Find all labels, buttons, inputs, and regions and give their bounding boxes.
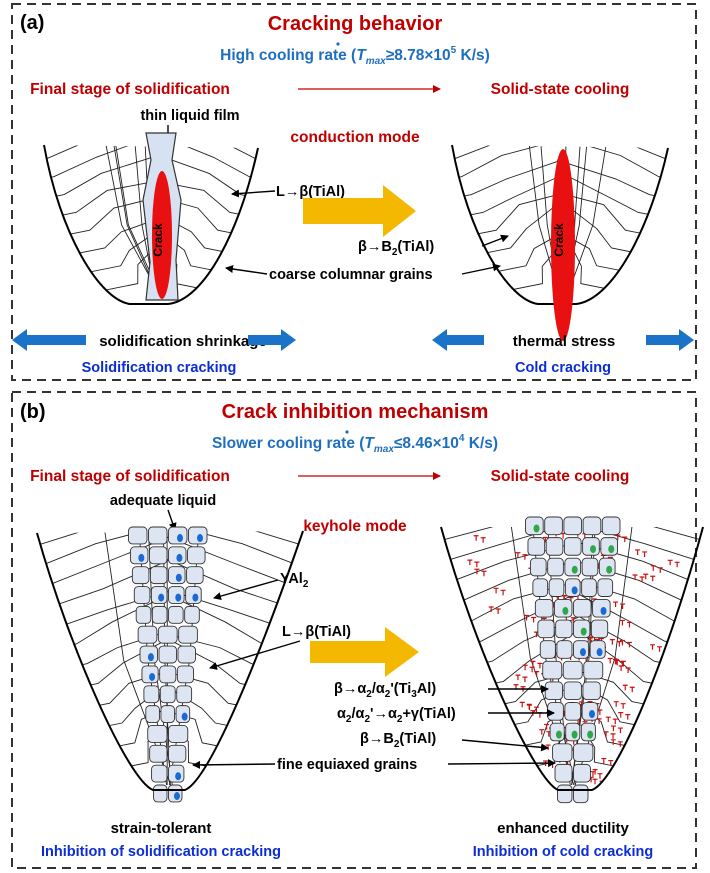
panel-a-title: Cracking behavior xyxy=(268,13,443,35)
thermal-stress-label: thermal stress xyxy=(513,333,616,350)
t-dot-a xyxy=(336,42,340,46)
crack-label-right: Crack xyxy=(552,223,566,257)
l-to-beta-label-a: L→β(TiAl) xyxy=(276,184,345,200)
panel-a-frame xyxy=(11,3,697,381)
crack-label-left: Crack xyxy=(151,223,165,257)
melt-pool-a-right: Crack xyxy=(451,144,669,341)
panel-b-stage-right: Solid-state cooling xyxy=(491,468,630,485)
crack-shape-right xyxy=(551,149,575,341)
stress-arrow-right xyxy=(646,329,694,351)
t-dot-b xyxy=(345,430,349,434)
panel-a-mode: conduction mode xyxy=(290,129,420,146)
panel-b-cooling-rate: Slower cooling rate (Tmax≤8.46×104 K/s) xyxy=(212,433,498,455)
panel-a-stage-right: Solid-state cooling xyxy=(491,81,630,98)
panel-b-mode: keyhole mode xyxy=(303,518,407,535)
adequate-liquid-label: adequate liquid xyxy=(110,493,216,509)
panel-a-label: (a) xyxy=(20,12,44,34)
shrinkage-arrow-right xyxy=(248,329,296,351)
panel-b-stage-left: Final stage of solidification xyxy=(30,468,230,485)
stress-arrow-left xyxy=(432,329,484,351)
panel-b-label: (b) xyxy=(20,401,46,423)
crack-shape-left xyxy=(152,171,172,299)
panel-a-big-arrow xyxy=(303,185,416,237)
transform-1-label: β→α2/α2'(Ti3Al) xyxy=(334,681,436,700)
coarse-grains-label: coarse columnar grains xyxy=(269,267,433,283)
fine-grains-label: fine equiaxed grains xyxy=(277,757,417,773)
l-to-beta-label-b: L→β(TiAl) xyxy=(282,624,351,640)
panel-b-title: Crack inhibition mechanism xyxy=(222,401,489,423)
panel-a-left-caption: Solidification cracking xyxy=(82,360,237,376)
thin-liquid-film-label: thin liquid film xyxy=(140,108,239,124)
melt-pool-b-right xyxy=(440,516,704,804)
panel-b-big-arrow xyxy=(310,627,419,677)
panel-b-left-caption: Inhibition of solidification cracking xyxy=(41,844,281,860)
beta-b2-label-a: β→B2(TiAl) xyxy=(358,239,434,258)
transform-3-label: β→B2(TiAl) xyxy=(360,731,436,750)
panel-b-frame xyxy=(11,391,697,869)
panel-a-stage-left: Final stage of solidification xyxy=(30,81,230,98)
melt-pool-b-left xyxy=(36,526,304,803)
panel-a-right-caption: Cold cracking xyxy=(515,360,611,376)
shrinkage-label: solidification shrinkage xyxy=(99,333,267,350)
enhanced-ductility-label: enhanced ductility xyxy=(497,820,629,837)
melt-pool-a-left: Crack xyxy=(43,132,259,305)
shrinkage-arrow-left xyxy=(12,329,86,351)
panel-b-right-caption: Inhibition of cold cracking xyxy=(473,844,653,860)
transform-2-label: α2/α2'→α2+γ(TiAl) xyxy=(337,706,456,725)
strain-tolerant-label: strain-tolerant xyxy=(111,820,212,837)
yal2-label: YAl2 xyxy=(280,571,309,590)
panel-a-cooling-rate: High cooling rate (Tmax≥8.78×105 K/s) xyxy=(220,45,490,67)
